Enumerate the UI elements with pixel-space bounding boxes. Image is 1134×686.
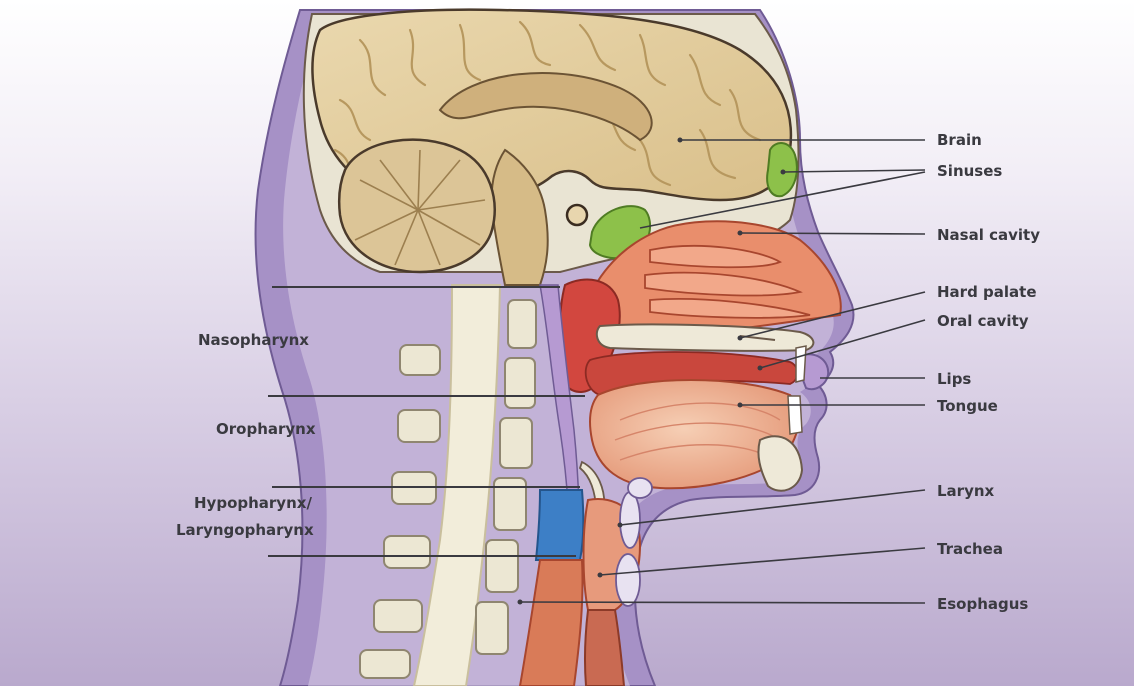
label-oropharynx: Oropharynx <box>216 420 316 438</box>
label-lips: Lips <box>937 370 971 388</box>
label-tongue: Tongue <box>937 397 998 415</box>
label-nasopharynx: Nasopharynx <box>198 331 309 349</box>
label-trachea: Trachea <box>937 540 1003 558</box>
esophagus-leader <box>520 602 925 603</box>
label-esophagus: Esophagus <box>937 595 1028 613</box>
label-hard-palate: Hard palate <box>937 283 1037 301</box>
label-nasal-cavity: Nasal cavity <box>937 226 1040 244</box>
label-hypopharynx: Hypopharynx/ <box>194 494 312 512</box>
label-laryngopharynx: Laryngopharynx <box>176 521 314 539</box>
cerebellum <box>339 140 494 272</box>
pituitary <box>567 205 587 225</box>
label-larynx: Larynx <box>937 482 995 500</box>
nasal-cavity-leader <box>740 233 925 234</box>
lower-tooth <box>788 396 802 434</box>
label-brain: Brain <box>937 131 982 149</box>
hypopharynx-region <box>536 490 583 560</box>
upper-tooth <box>796 346 806 382</box>
label-oral-cavity: Oral cavity <box>937 312 1029 330</box>
label-sinuses: Sinuses <box>937 162 1002 180</box>
